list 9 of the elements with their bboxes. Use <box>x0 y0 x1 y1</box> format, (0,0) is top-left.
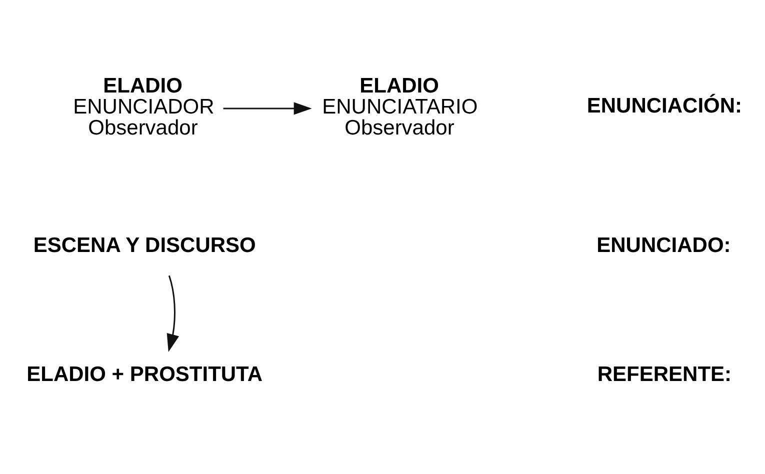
label: ENUNCIADO: <box>596 234 731 257</box>
arrow <box>223 102 312 114</box>
node-text: ELADIO ENUNCIADOR Observador <box>73 74 214 139</box>
arrow <box>166 274 180 352</box>
label: REFERENTE: <box>597 362 732 386</box>
node-text: ELADIO ENUNCIATARIO Observador <box>322 74 478 139</box>
node-text: ESCENA Y DISCURSO <box>33 234 256 257</box>
label: ENUNCIACIÓN: <box>586 94 742 118</box>
node-text: ELADIO + PROSTITUTA <box>26 362 262 386</box>
